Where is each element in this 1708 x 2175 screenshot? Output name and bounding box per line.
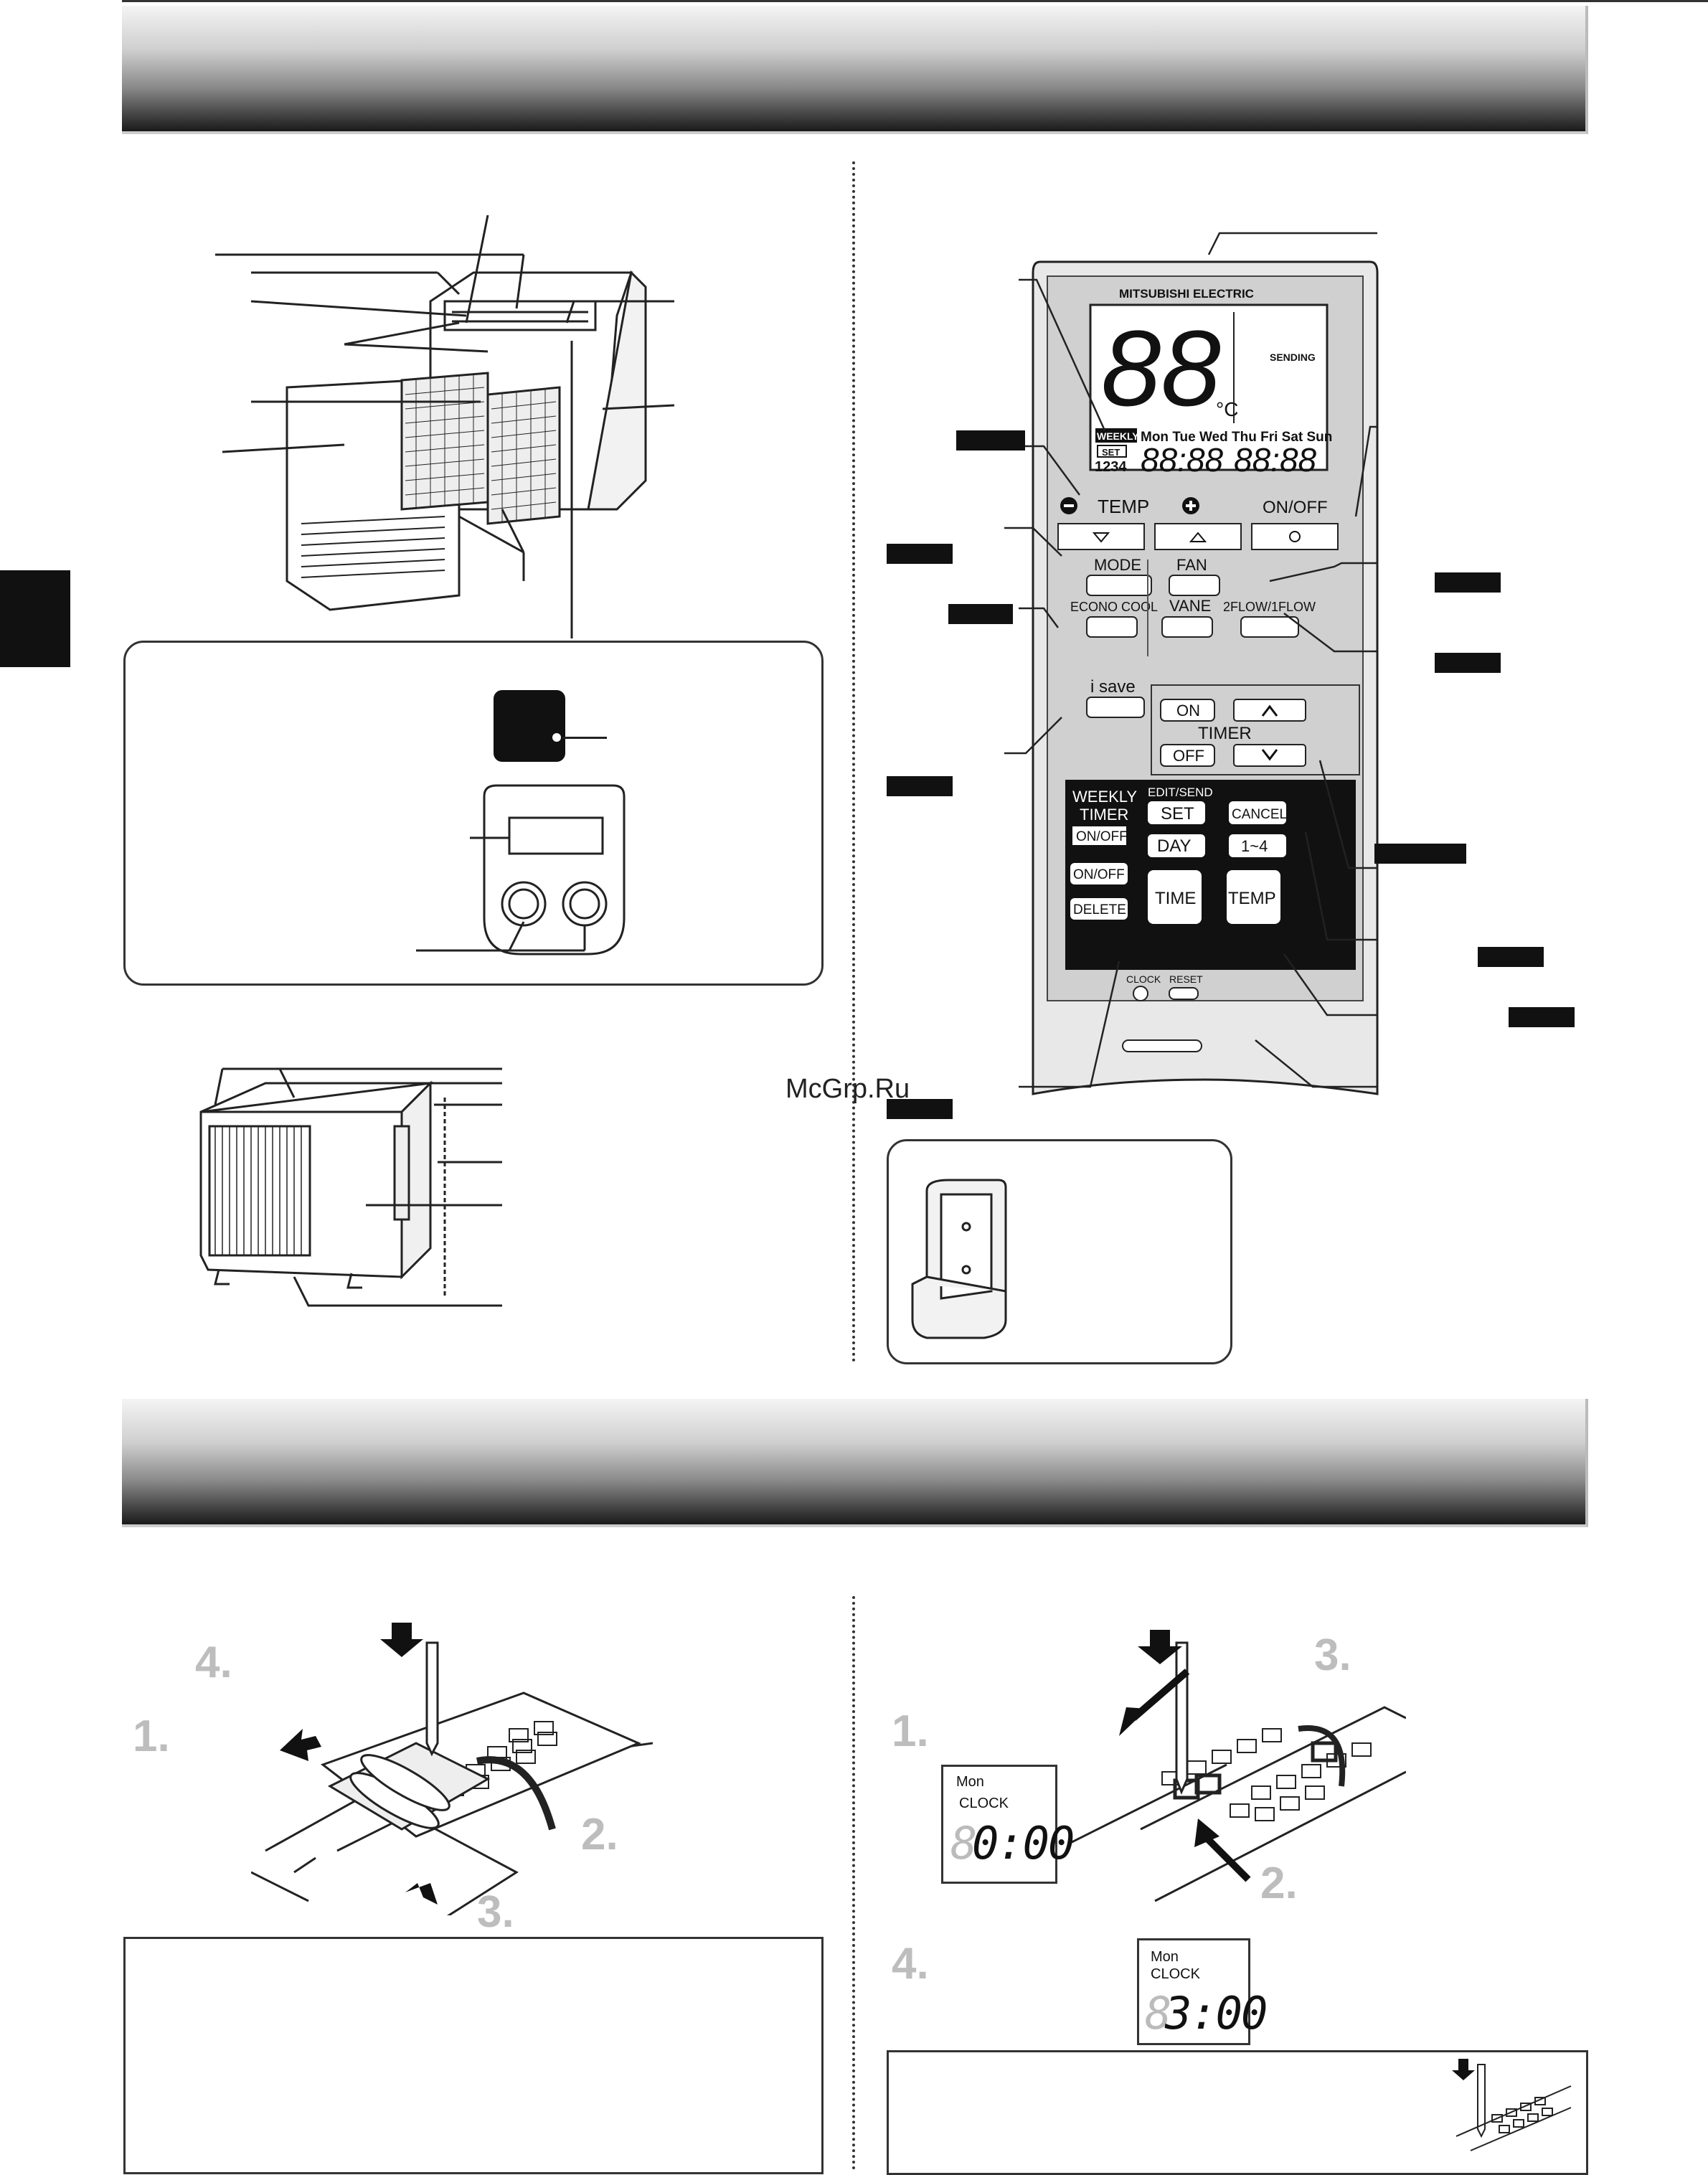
column-divider-bottom (852, 1596, 855, 2170)
svg-text:OFF: OFF (1173, 747, 1204, 765)
svg-text:SET: SET (1102, 447, 1120, 458)
svg-text:VANE: VANE (1169, 597, 1211, 615)
svg-text:WEEKLY: WEEKLY (1097, 430, 1139, 442)
label-tag (1435, 572, 1501, 593)
svg-text:WEEKLY: WEEKLY (1072, 788, 1137, 806)
receiver-dot (552, 733, 561, 742)
battery-step-3: 3. (477, 1887, 514, 1937)
svg-text:FAN: FAN (1176, 556, 1207, 574)
battery-step-2: 2. (581, 1810, 618, 1859)
receiver-black-square (494, 690, 565, 762)
clock-step-2: 2. (1260, 1859, 1298, 1908)
section-header-bottom (122, 1399, 1588, 1527)
svg-text:TIMER: TIMER (1080, 806, 1128, 824)
svg-text:ON/OFF: ON/OFF (1263, 498, 1328, 517)
svg-text:EDIT/SEND: EDIT/SEND (1148, 785, 1213, 799)
svg-text:88:88: 88:88 (1141, 441, 1224, 478)
lcd-day: Mon (956, 1774, 984, 1790)
svg-text:°C: °C (1216, 398, 1238, 420)
svg-text:1~4: 1~4 (1241, 837, 1268, 855)
svg-text:88: 88 (1101, 308, 1221, 428)
label-tag (1435, 653, 1501, 673)
lcd-time: 3:00 (1165, 1987, 1268, 2039)
emergency-panel (416, 784, 626, 956)
label-tag (887, 776, 953, 796)
clock-step-3: 3. (1314, 1631, 1351, 1680)
indoor-detail-box (123, 641, 824, 986)
remote-control: MITSUBISHI ELECTRIC 88 °C SENDING WEEKLY… (1032, 260, 1379, 1095)
svg-text:ECONO COOL: ECONO COOL (1070, 600, 1158, 614)
lcd-time: 0:00 (972, 1817, 1075, 1869)
svg-text:i save: i save (1090, 677, 1136, 697)
battery-step-4: 4. (195, 1638, 232, 1687)
label-tag (1509, 1007, 1575, 1027)
label-tag (956, 430, 1025, 450)
svg-text:SET: SET (1161, 804, 1194, 824)
battery-note-box (123, 1937, 824, 2174)
receiver-leader (562, 737, 607, 739)
clock-lcd-blinking: Mon CLOCK 8 0:00 (941, 1765, 1075, 1884)
svg-text:DAY: DAY (1157, 836, 1192, 856)
svg-text:ON: ON (1176, 702, 1200, 720)
svg-text:DELETE: DELETE (1073, 902, 1126, 917)
column-divider-top (852, 161, 855, 1363)
section-header-top (122, 6, 1588, 134)
svg-text:TEMP: TEMP (1098, 496, 1149, 517)
svg-text:ON/OFF: ON/OFF (1073, 867, 1125, 882)
lcd-day: Mon (1151, 1949, 1179, 1965)
clock-lcd-set: Mon CLOCK 8 3:00 (1137, 1938, 1268, 2045)
svg-text:TIME: TIME (1155, 889, 1196, 908)
svg-text:RESET: RESET (1169, 973, 1203, 985)
watermark: McGrp.Ru (785, 1074, 910, 1104)
svg-text:MODE: MODE (1094, 556, 1141, 574)
svg-text:ON/OFF: ON/OFF (1076, 829, 1128, 844)
svg-text:TEMP: TEMP (1228, 889, 1276, 908)
lcd-ghost-digit: 8 (950, 1817, 977, 1869)
chapter-tab (0, 570, 70, 667)
svg-text:88:88: 88:88 (1234, 441, 1317, 478)
svg-text:TIMER: TIMER (1198, 724, 1252, 743)
battery-insert-illustration (251, 1623, 653, 1915)
svg-text:CANCEL: CANCEL (1232, 807, 1287, 822)
outdoor-unit-illustration (199, 1067, 502, 1307)
reset-illustration (1452, 2059, 1572, 2151)
lcd-clock-label: CLOCK (959, 1796, 1009, 1811)
label-tag (1478, 947, 1544, 967)
top-rule (122, 0, 1708, 2)
remote-leader-lines (997, 232, 1377, 1088)
clock-step-4: 4. (892, 1939, 929, 1988)
battery-step-1: 1. (133, 1712, 170, 1761)
remote-holder-illustration (911, 1179, 1007, 1339)
svg-text:2FLOW/1FLOW: 2FLOW/1FLOW (1223, 600, 1316, 614)
label-tag (887, 544, 953, 564)
clock-step-1: 1. (892, 1707, 929, 1756)
svg-text:CLOCK: CLOCK (1126, 973, 1161, 985)
indoor-unit-illustration (215, 214, 675, 638)
clock-set-illustration (1069, 1630, 1406, 1902)
brand-text: MITSUBISHI ELECTRIC (1119, 287, 1254, 301)
svg-text:Mon Tue Wed Thu Fri Sat Sun: Mon Tue Wed Thu Fri Sat Sun (1141, 430, 1332, 445)
label-tag (887, 1099, 953, 1119)
label-tag (1374, 844, 1466, 864)
lcd-ghost-digit: 8 (1145, 1987, 1171, 2039)
lcd-clock-label: CLOCK (1151, 1966, 1200, 1982)
svg-text:1234: 1234 (1095, 459, 1127, 475)
label-tag (948, 604, 1013, 624)
svg-text:SENDING: SENDING (1270, 352, 1316, 363)
